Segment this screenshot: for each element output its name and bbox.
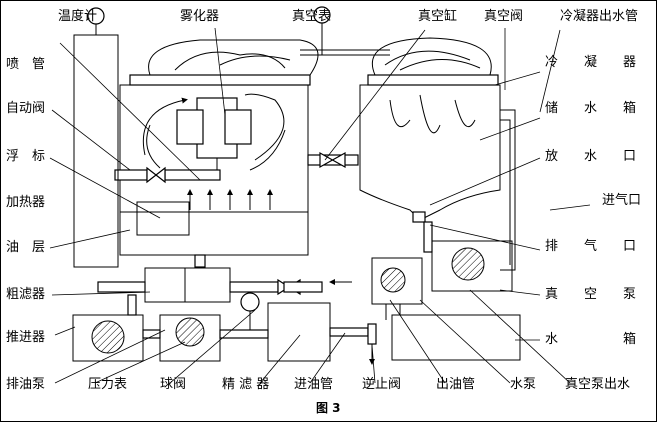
condenser — [359, 37, 516, 271]
label-condenser: 冷 凝 器 — [545, 54, 636, 70]
label-auto-valve: 自动阀 — [6, 101, 45, 116]
label-water-pump: 水泵 — [510, 377, 536, 392]
fine-filter — [267, 302, 331, 362]
coarse-filter — [144, 267, 231, 303]
label-check-valve: 逆止阀 — [362, 376, 401, 392]
vacuum-valve — [319, 151, 346, 169]
label-coarse-filter: 粗滤器 — [6, 287, 45, 302]
label-water-tank: 水 箱 — [545, 331, 636, 347]
check-valve — [367, 323, 377, 345]
label-oil-outlet: 出油管 — [436, 377, 475, 392]
label-vacuum-pump-outlet: 真空泵出水 — [565, 377, 630, 392]
label-heater: 加热器 — [6, 195, 45, 210]
label-nozzle: 喷 管 — [6, 57, 45, 72]
thermometer — [87, 7, 105, 25]
label-condenser-outlet: 冷凝器出水管 — [560, 8, 638, 24]
vacuum-gauge — [313, 6, 331, 24]
oil-layer-region — [119, 211, 309, 256]
auto-valve — [146, 166, 166, 184]
label-oil-pump: 排油泵 — [6, 377, 45, 392]
label-vacuum-pump: 真 空 泵 — [545, 287, 636, 302]
water-tank — [391, 314, 521, 361]
vapor-arrows — [187, 189, 273, 210]
label-exhaust-port: 排 气 口 — [545, 238, 636, 254]
label-pressure-gauge: 压力表 — [88, 377, 127, 392]
atomizer — [176, 97, 252, 175]
label-atomizer: 雾化器 — [180, 9, 219, 24]
label-oil-inlet: 进油管 — [294, 377, 333, 392]
label-thruster: 推进器 — [6, 330, 45, 345]
pressure-gauge — [240, 292, 260, 312]
exhaust-port — [412, 211, 426, 223]
water-pump — [371, 257, 423, 305]
float-gauge — [136, 201, 190, 236]
heater — [73, 23, 119, 268]
label-thermometer: 温度计 — [58, 8, 97, 24]
label-water-storage: 储 水 箱 — [545, 100, 636, 116]
label-oil-layer: 油 层 — [6, 240, 45, 255]
label-fine-filter: 精 滤 器 — [222, 377, 269, 392]
nozzle — [164, 169, 221, 181]
label-vacuum-tank: 真空缸 — [418, 8, 457, 24]
label-drain-port: 放 水 口 — [545, 149, 636, 164]
label-ball-valve: 球阀 — [160, 377, 186, 392]
label-float-gauge: 浮 标 — [6, 149, 45, 164]
figure-caption: 图 3 — [316, 401, 341, 415]
label-air-inlet: 进气口 — [602, 192, 641, 208]
vacuum-pump — [431, 240, 513, 292]
leader-lines — [49, 27, 591, 384]
vacuum-tank — [114, 39, 319, 268]
label-vacuum-valve: 真空阀 — [484, 9, 523, 24]
label-vacuum-gauge: 真空表 — [292, 9, 331, 24]
